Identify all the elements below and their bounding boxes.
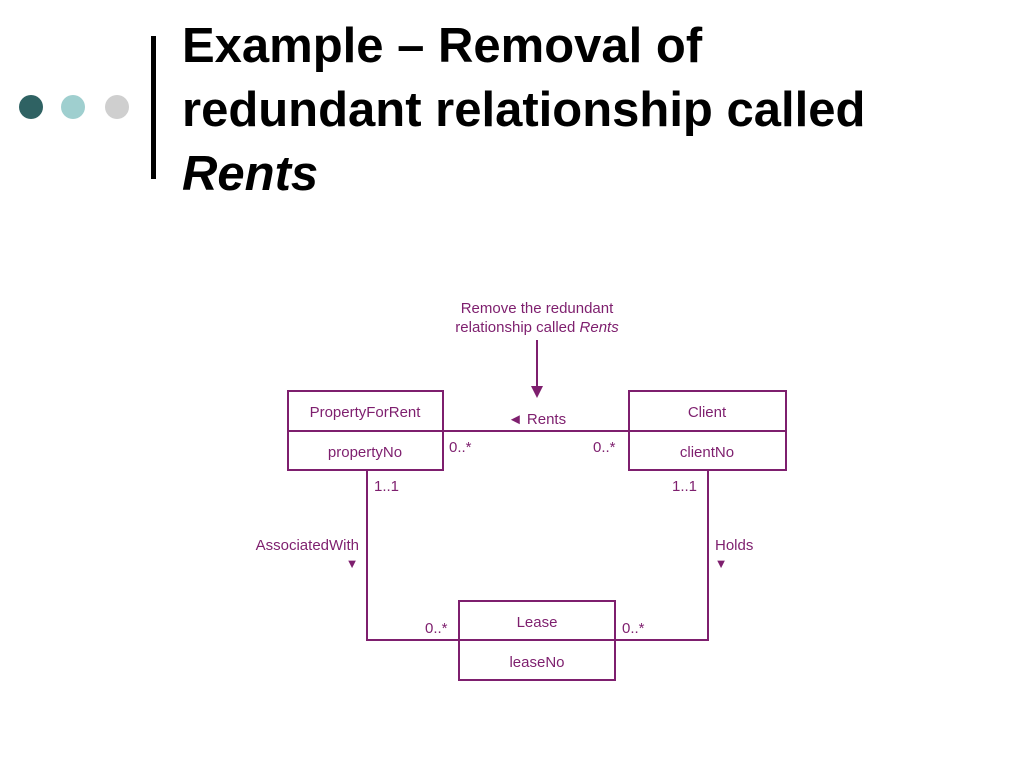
associated-with-label: AssociatedWith: [256, 537, 359, 554]
client-entity-attribute: clientNo: [680, 444, 734, 461]
holds-multiplicity-client: 1..1: [672, 478, 697, 495]
annotation-line-2-text: relationship called: [455, 319, 579, 336]
rents-multiplicity-client: 0..*: [593, 439, 616, 456]
property-entity-attribute: propertyNo: [328, 444, 402, 461]
annotation-line-1: Remove the redundant: [461, 300, 614, 317]
slide-title: Example – Removal of redundant relations…: [182, 14, 982, 206]
dot-light-gray: [105, 95, 129, 119]
holds-relationship-line: [615, 470, 709, 641]
client-entity-name: Client: [688, 404, 727, 421]
rents-relationship-label: ◄ Rents: [508, 411, 566, 428]
annotation-line-2: relationship called Rents: [455, 319, 619, 336]
associated-with-multiplicity-lease: 0..*: [425, 620, 448, 637]
lease-entity-attribute: leaseNo: [509, 654, 564, 671]
associated-with-multiplicity-property: 1..1: [374, 478, 399, 495]
title-line-1: Example – Removal of: [182, 19, 703, 73]
dot-dark-teal: [19, 95, 43, 119]
title-line-2: redundant relationship called: [182, 83, 866, 137]
annotation-arrow-head: [531, 386, 543, 398]
annotation-line-2-italic: Rents: [580, 319, 620, 336]
rents-multiplicity-property: 0..*: [449, 439, 472, 456]
title-divider-bar: [151, 36, 156, 179]
associated-with-relationship-line: [366, 470, 459, 641]
property-entity-name: PropertyForRent: [310, 404, 422, 421]
holds-direction-arrow: ▼: [715, 556, 728, 571]
lease-entity-name: Lease: [517, 614, 558, 631]
associated-with-direction-arrow: ▼: [346, 556, 359, 571]
holds-label: Holds: [715, 537, 753, 554]
holds-multiplicity-lease: 0..*: [622, 620, 645, 637]
title-line-3: Rents: [182, 147, 319, 201]
dot-light-teal: [61, 95, 85, 119]
